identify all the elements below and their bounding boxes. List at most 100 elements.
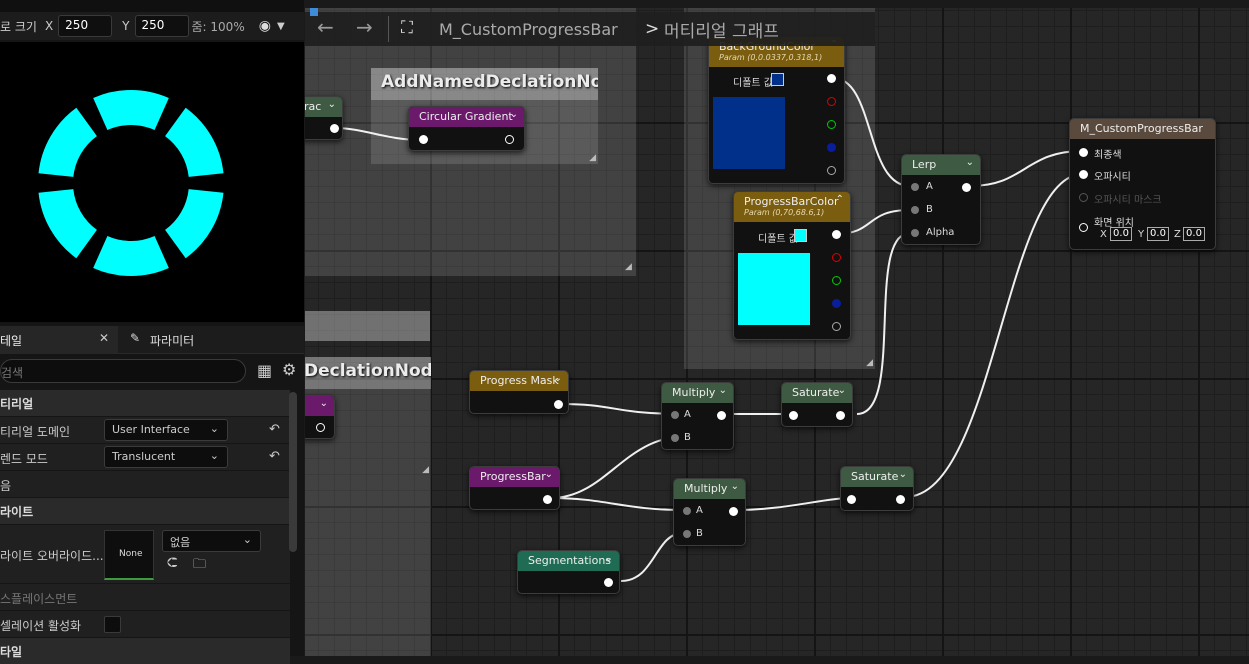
input-pin-b[interactable]: [671, 434, 679, 442]
chevron-up-icon[interactable]: ⌃: [835, 194, 844, 205]
node-header: Segmentations⌄: [518, 551, 619, 571]
override-thumbnail[interactable]: None: [104, 530, 154, 580]
node-background-color[interactable]: BackGroundColor Param (0,0.0337,0.318,1)…: [708, 36, 845, 184]
wire-bg-lerp: [832, 77, 911, 187]
category-material[interactable]: 티리얼: [0, 390, 290, 416]
input-pin[interactable]: [847, 495, 856, 504]
node-progressbar-color[interactable]: ProgressBarColor Param (0,70,68.6,1) ⌃ 디…: [733, 191, 851, 340]
node-material-result[interactable]: M_CustomProgressBar 최종색 오파시티 오파시티 마스크 화면…: [1069, 118, 1216, 250]
input-pin-a[interactable]: [671, 411, 679, 419]
node-progress-mask[interactable]: Progress Mask⌄: [469, 370, 569, 414]
category-light[interactable]: 라이트: [0, 498, 290, 524]
input-pin-b[interactable]: [911, 206, 919, 214]
material-graph[interactable]: AddNamedDeclationNode ◢ ◢ DeclationNode …: [305, 0, 1249, 656]
node-segmentations[interactable]: Segmentations⌄: [517, 550, 620, 594]
input-pin-opacity[interactable]: [1079, 170, 1088, 179]
category-bottom[interactable]: 타일: [0, 638, 290, 664]
breadcrumb-asset[interactable]: M_CustomProgressBar: [439, 20, 618, 39]
override-select[interactable]: 없음⌄: [162, 530, 261, 552]
output-pin[interactable]: [330, 124, 339, 133]
output-pin-g[interactable]: [832, 276, 841, 285]
pin-label: 오파시티 마스크: [1094, 195, 1162, 206]
input-pin-screen-position[interactable]: [1079, 223, 1088, 232]
x-input[interactable]: 250: [58, 15, 113, 37]
output-pin-a[interactable]: [827, 166, 836, 175]
output-pin-r[interactable]: [827, 97, 836, 106]
close-icon[interactable]: ✕: [99, 331, 110, 345]
reset-icon[interactable]: ↶: [269, 449, 280, 464]
output-pin[interactable]: [729, 507, 738, 516]
search-input[interactable]: 검색: [0, 359, 246, 383]
wire-sat2-result: [904, 173, 1084, 498]
output-pin[interactable]: [836, 411, 845, 420]
row-blend-mode: 렌드 모드 Translucent⌄ ↶: [0, 444, 290, 471]
node-saturate-2[interactable]: Saturate⌄: [840, 466, 914, 511]
forward-arrow-icon[interactable]: →: [356, 15, 373, 39]
resize-grip-icon[interactable]: ◢: [422, 465, 429, 475]
input-pin[interactable]: [419, 135, 428, 144]
output-pin-rgba[interactable]: [827, 74, 836, 83]
tessellation-checkbox[interactable]: [104, 616, 121, 633]
output-pin-b[interactable]: [832, 299, 841, 308]
default-value-label: 디폴트 값: [733, 78, 773, 89]
comment-box-3[interactable]: [305, 476, 431, 656]
breadcrumb-separator: >: [645, 19, 660, 39]
comment-box-2-title[interactable]: [305, 311, 430, 341]
use-selected-icon[interactable]: ⮈: [167, 555, 178, 571]
table-view-icon[interactable]: ▦: [257, 361, 273, 380]
node-saturate-1[interactable]: Saturate⌄: [781, 382, 853, 427]
tab-parameters[interactable]: ✎ 파라미터: [120, 326, 280, 354]
output-pin[interactable]: [604, 578, 613, 587]
default-color-swatch[interactable]: [771, 73, 784, 86]
z-value-input[interactable]: 0.0: [1183, 227, 1205, 241]
node-circular-gradient[interactable]: Circular Gradient⌄: [408, 106, 525, 151]
output-pin[interactable]: [717, 411, 726, 420]
x-value-input[interactable]: 0.0: [1110, 227, 1132, 241]
browse-icon[interactable]: 🗀: [193, 557, 207, 572]
output-pin-g[interactable]: [827, 120, 836, 129]
input-pin-opacity-mask[interactable]: [1079, 193, 1088, 202]
output-pin-r[interactable]: [832, 253, 841, 262]
resize-grip-icon[interactable]: ◢: [589, 153, 596, 163]
node-named-reroute[interactable]: ⌄: [305, 395, 335, 439]
output-pin-rgba[interactable]: [832, 230, 841, 239]
input-pin-alpha[interactable]: [911, 229, 919, 237]
y-value-input[interactable]: 0.0: [1147, 227, 1169, 241]
domain-select[interactable]: User Interface⌄: [104, 419, 228, 441]
output-pin[interactable]: [505, 135, 514, 144]
node-multiply-2[interactable]: Multiply⌄ A B: [673, 478, 746, 546]
node-progress-bar[interactable]: ProgressBar⌄: [469, 466, 560, 510]
input-pin[interactable]: [789, 411, 798, 420]
tab-details[interactable]: 테일 ✕: [0, 326, 118, 354]
resize-grip-icon[interactable]: ◢: [866, 358, 873, 368]
output-pin-b[interactable]: [827, 143, 836, 152]
input-pin-a[interactable]: [911, 183, 919, 191]
node-header: ⌄: [305, 396, 334, 416]
pin-label: A: [926, 181, 933, 192]
blend-select[interactable]: Translucent⌄: [104, 446, 228, 468]
node-multiply-1[interactable]: Multiply⌄ A B: [661, 382, 734, 450]
output-pin[interactable]: [543, 495, 552, 504]
gear-icon[interactable]: ⚙: [282, 360, 297, 379]
output-pin[interactable]: [962, 183, 971, 192]
y-input[interactable]: 250: [134, 15, 189, 37]
node-lerp[interactable]: Lerp⌄ A B Alpha: [901, 154, 981, 245]
details-scrollbar[interactable]: [289, 392, 297, 552]
reset-icon[interactable]: ↶: [269, 422, 280, 437]
back-arrow-icon[interactable]: ←: [317, 15, 334, 39]
output-pin[interactable]: [896, 495, 905, 504]
input-pin-b[interactable]: [683, 530, 691, 538]
ring-segment: [93, 90, 169, 131]
output-pin[interactable]: [316, 423, 325, 432]
wire-lerp-result: [969, 150, 1084, 187]
node-header: Multiply⌄: [662, 383, 733, 403]
output-pin-a[interactable]: [832, 322, 841, 331]
input-pin-a[interactable]: [683, 507, 691, 515]
input-pin-final-color[interactable]: [1079, 148, 1088, 157]
output-pin[interactable]: [554, 400, 563, 409]
resize-grip-icon[interactable]: ◢: [625, 262, 632, 272]
chevron-down-icon[interactable]: ▼: [276, 20, 285, 32]
eye-icon[interactable]: ◉: [258, 18, 271, 34]
default-color-swatch[interactable]: [794, 229, 807, 242]
node-frac[interactable]: rac⌄: [305, 96, 343, 140]
